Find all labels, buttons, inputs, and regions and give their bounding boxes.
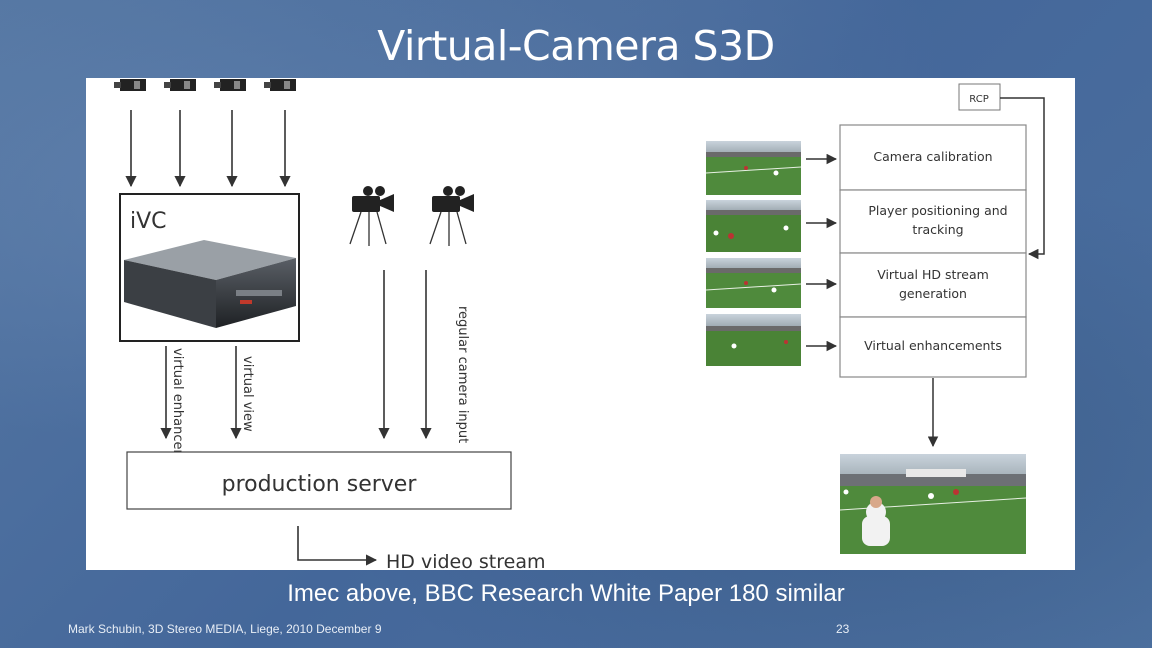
video-camera-icon — [429, 186, 474, 246]
server-device-icon — [124, 240, 296, 328]
video-camera-icon — [349, 186, 394, 246]
hd-stream-arrow — [297, 526, 378, 566]
production-server-box — [126, 451, 512, 510]
step-player-positioning-line2: tracking — [912, 222, 963, 237]
step-player-positioning-line1: Player positioning and — [868, 203, 1007, 218]
footer-text: Mark Schubin, 3D Stereo MEDIA, Liege, 20… — [68, 622, 382, 636]
pitch-thumbnail — [705, 258, 802, 308]
regular-camera-arrows — [378, 270, 432, 440]
step-camera-calibration: Camera calibration — [873, 149, 992, 164]
pipeline-steps — [839, 124, 1027, 378]
rcp-box — [958, 83, 1001, 111]
virtual-view-label: virtual view — [240, 356, 255, 432]
diagram-canvas: iVC virtual enhancements virtual view — [114, 79, 1045, 570]
camera-icon — [264, 79, 296, 91]
virtual-view-output-image — [839, 454, 1027, 554]
slide-caption: Imec above, BBC Research White Paper 180… — [287, 580, 845, 607]
camera-feed-arrows — [125, 110, 291, 188]
regular-camera-input-label: regular camera input — [455, 306, 470, 443]
thumbnail-arrows — [806, 153, 838, 352]
ivc-label: iVC — [130, 209, 167, 234]
ivc-output-arrows — [160, 346, 242, 440]
camera-icon — [164, 79, 196, 91]
pitch-thumbnail — [705, 141, 802, 195]
pitch-thumbnail — [706, 200, 801, 252]
slide-title: Virtual-Camera S3D — [377, 22, 775, 70]
step-virtual-hd-line2: generation — [899, 286, 967, 301]
camera-icon — [214, 79, 246, 91]
rcp-label: RCP — [969, 94, 988, 105]
camera-icon — [114, 79, 146, 91]
hd-video-stream-label: HD video stream — [386, 551, 545, 570]
production-server-label: production server — [222, 472, 418, 497]
step-virtual-enhancements: Virtual enhancements — [864, 338, 1002, 353]
pitch-thumbnail — [706, 314, 801, 366]
rcp-arrow — [1000, 97, 1045, 260]
diagram-figure: iVC virtual enhancements virtual view — [86, 78, 1075, 570]
page-number: 23 — [836, 622, 850, 636]
step-virtual-hd-line1: Virtual HD stream — [877, 267, 989, 282]
